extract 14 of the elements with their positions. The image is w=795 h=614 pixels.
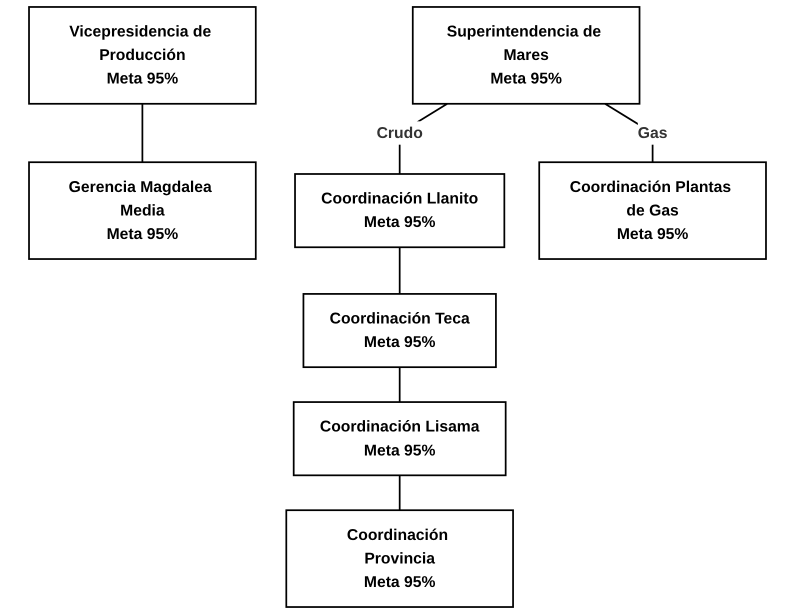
node-box: Coordinación Provincia Meta 95% — [285, 509, 514, 608]
node-box: Coordinación Llanito Meta 95% — [294, 173, 506, 248]
edge-label: Crudo — [376, 124, 423, 142]
node-box: Gerencia Magdalea Media Meta 95% — [28, 161, 257, 260]
connector — [398, 475, 401, 510]
connector — [398, 367, 401, 402]
node-box: Coordinación Teca Meta 95% — [302, 293, 497, 368]
edge-label: Gas — [638, 124, 668, 142]
node-box: Coordinación Plantas de Gas Meta 95% — [538, 161, 767, 260]
node-box: Vicepresidencia de Producción Meta 95% — [28, 6, 257, 105]
node-box: Superintendencia de Mares Meta 95% — [412, 6, 640, 105]
connector — [398, 247, 401, 294]
node-box: Coordinación Lisama Meta 95% — [292, 401, 507, 476]
connector — [142, 104, 144, 162]
